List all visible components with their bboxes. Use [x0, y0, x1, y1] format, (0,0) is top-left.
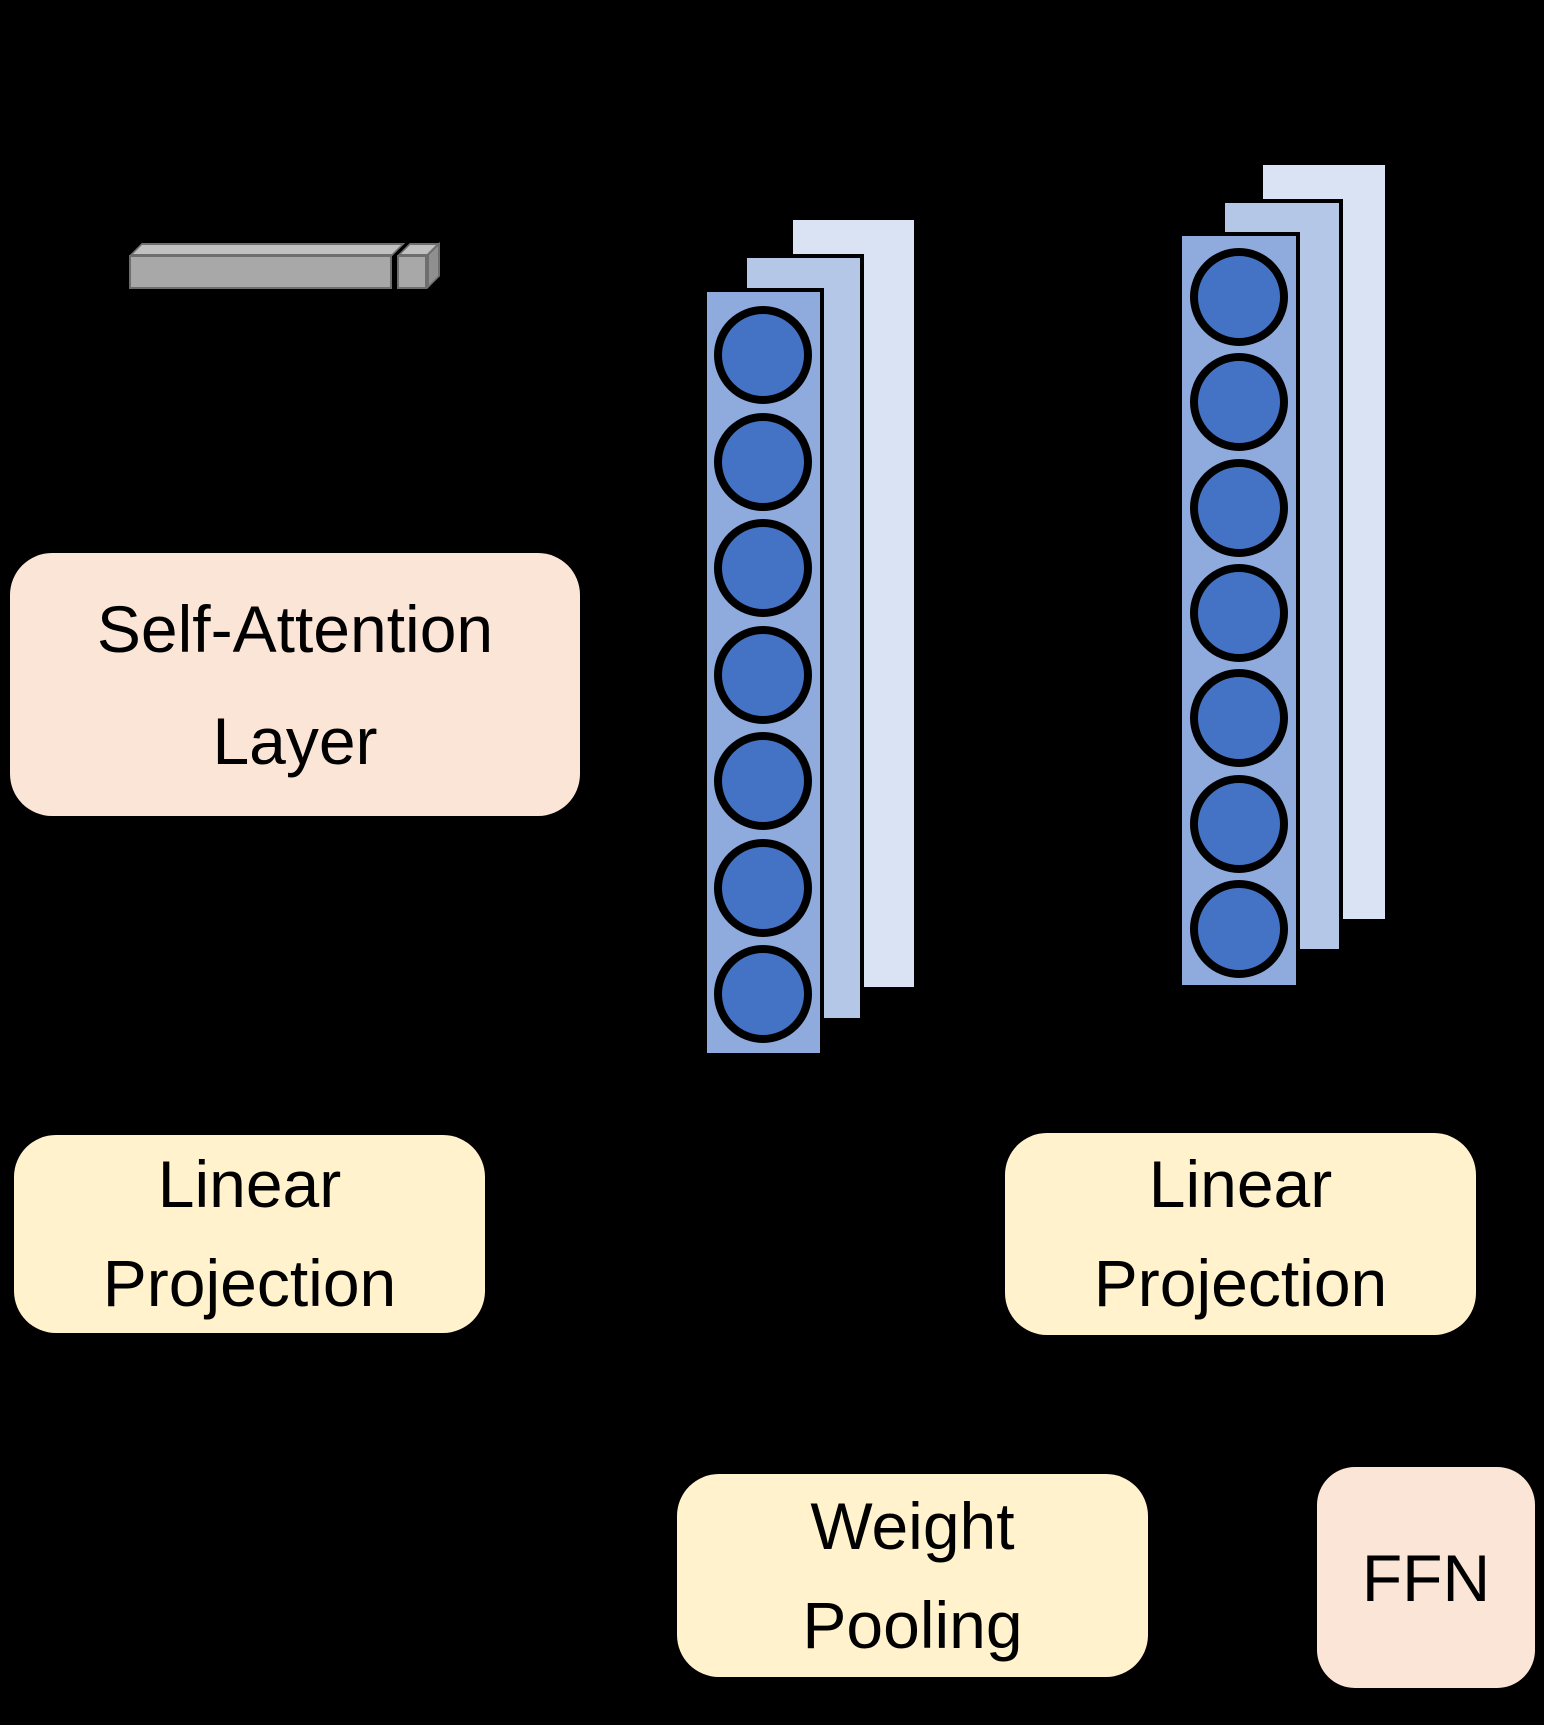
vector-node-circle — [1190, 353, 1288, 452]
token-bar-front-face — [129, 255, 392, 289]
token-bar-segment-front-face — [397, 255, 427, 289]
self-attention-layer-label-line2: Layer — [212, 703, 378, 778]
weight-pooling-label-line2: Pooling — [802, 1587, 1023, 1662]
linear-projection-right-label-line2: Projection — [1093, 1246, 1388, 1320]
linear-projection-left-box: Linear Projection — [14, 1135, 485, 1333]
vector-node-circle — [714, 625, 812, 724]
vector-node-circle — [714, 945, 812, 1043]
weight-pooling-box: Weight Pooling — [677, 1474, 1148, 1677]
ffn-box: FFN — [1317, 1467, 1535, 1688]
vector-node-circle — [1190, 879, 1288, 978]
vector-node-circle — [1190, 669, 1288, 768]
vector-node-circle — [1190, 458, 1288, 557]
vector-node-circle — [714, 412, 812, 511]
vector-node-circle — [714, 732, 812, 830]
self-attention-layer-label-line1: Self-Attention — [96, 591, 494, 666]
linear-projection-left-label-line2: Projection — [102, 1246, 397, 1320]
linear-projection-right-label-line1: Linear — [1148, 1147, 1333, 1221]
vector-node-circle — [1190, 563, 1288, 662]
vector-node-circle — [1190, 774, 1288, 873]
linear-projection-right-box: Linear Projection — [1005, 1133, 1476, 1335]
vector-node-circle — [714, 519, 812, 617]
weight-pooling-label-line1: Weight — [810, 1488, 1015, 1563]
vector-node-circle — [714, 838, 812, 937]
vector-node-circle — [1190, 248, 1288, 346]
linear-projection-left-label-line1: Linear — [157, 1147, 342, 1221]
vector-node-circle — [714, 306, 812, 404]
self-attention-layer-box: Self-Attention Layer — [10, 553, 580, 816]
ffn-label: FFN — [1361, 1540, 1491, 1615]
